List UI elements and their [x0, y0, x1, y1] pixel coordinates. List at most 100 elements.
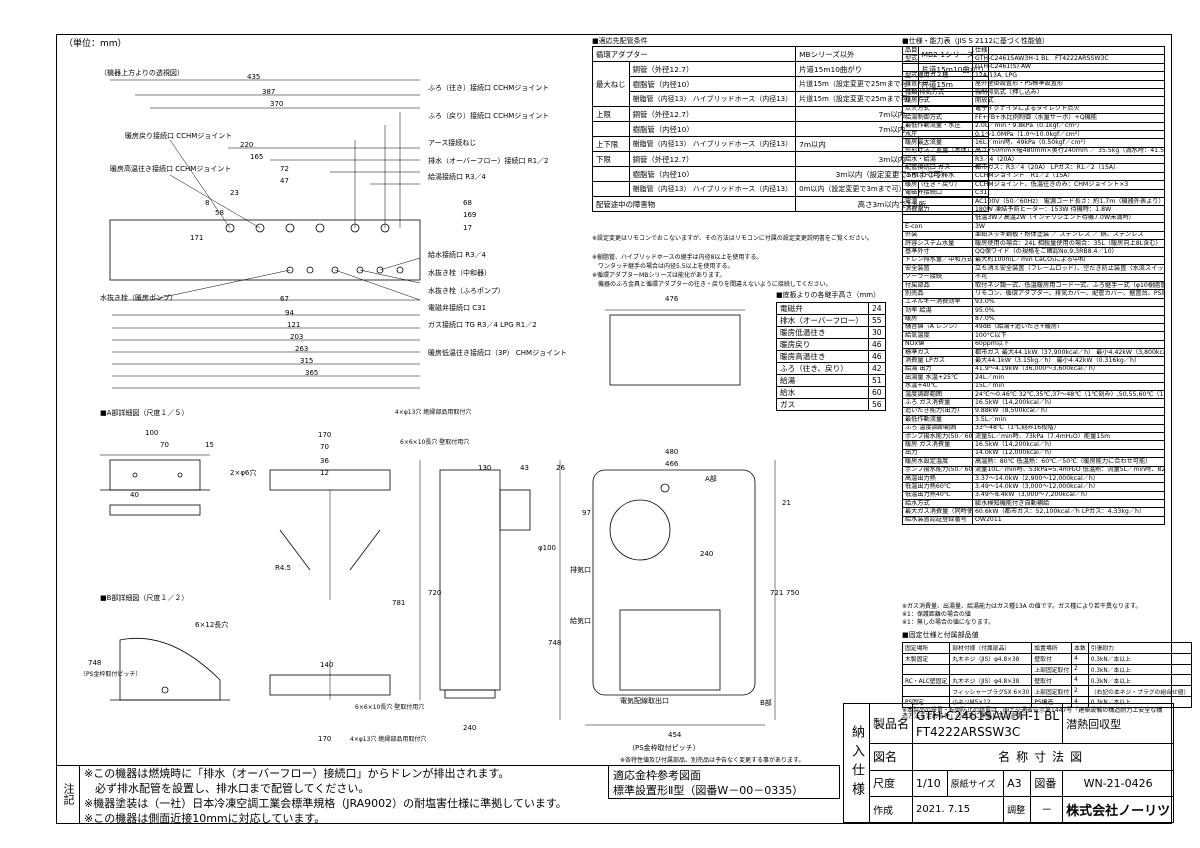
front-bracket-views: [269, 469, 391, 700]
top-dim-67: 67: [280, 295, 289, 303]
label-earth: アース接続ねじ: [428, 139, 477, 147]
label-part-b: B部: [760, 699, 772, 707]
label-heating-return: 暖房戻り接続口 CCHMジョイント: [125, 132, 233, 140]
spec-row: 騒音値（A レンジ）49dB（給湯+追いだき+暖房）: [902, 322, 1165, 333]
top-dim-169: 169: [463, 211, 477, 219]
top-dim-365: 365: [305, 369, 319, 377]
top-dim-370: 370: [270, 100, 284, 108]
fv-dim-phi100: φ100: [538, 544, 556, 552]
nyuka-label: 納入仕様: [843, 703, 870, 823]
product-name: GTH-C2461SAW3H-1 BL FT4222ARSSW3C: [912, 702, 1064, 745]
pipe-th-adapter: 循環アダプター: [591, 46, 797, 62]
fv-dim-721: 721: [770, 589, 784, 597]
label-bath-out: ふろ（往き）接続口 CCHMジョイント: [428, 84, 550, 92]
notes: ※この機器は燃焼時に「排水（オーバーフロー）接続口」からドレンが排出されます。 …: [84, 767, 567, 825]
top-dim-68: 68: [463, 199, 472, 207]
detail-a-drawing: [100, 454, 210, 516]
product-type: 潜熱回収型: [1062, 702, 1175, 745]
fv-dim-781: 781: [392, 599, 406, 607]
label-wall-holes-top: 6×6×10長穴 壁取付用穴: [400, 439, 470, 446]
label-insulator-holes-top: 4×φ13穴 絶縁部品用取付穴: [395, 409, 472, 416]
side-view-drawing: [419, 460, 531, 700]
fv-dim-70: 70: [320, 443, 329, 451]
fv-dim-454: 454: [668, 731, 682, 739]
label-ps-pitch: （PS金枠取付ピッチ）: [628, 744, 700, 752]
spec-row: 標準ガス都市ガス 最大44.1kW（37,900kcal／h） 最小4.42kW…: [902, 348, 1165, 358]
top-view-title: （機器上方よりの透視図）: [100, 69, 184, 77]
spec-row: 別売品リモコン、循環アダプター、排気カバー、配管カバー、据置台、PS扉、エコジョ…: [902, 289, 1165, 299]
label-intake: 給気口: [570, 617, 591, 625]
spec-row: ポンプ揚水能力(50／60Hz共通)流量5L／min時、73kPa（7.4mH₂…: [902, 431, 1165, 442]
label-gas: ガス接続口 TG R3／4 LPG R1／2: [428, 321, 537, 329]
company-name: 株式会社ノーリツ: [1062, 795, 1175, 824]
label-drain: 排水（オーバーフロー）接続口 R1／2: [428, 157, 549, 165]
fv-dim-97: 97: [582, 509, 591, 517]
scale: 1/10: [912, 769, 948, 797]
spec-row: 配管接続口 ガス都市ガス：R3／4（20A） LPガス：R1／2（15A）: [902, 163, 1165, 173]
install-ref-box: 適応金枠参考図面 標準設置形Ⅱ型（図番W－00－0335）: [608, 765, 840, 799]
spec-row: 安全装置立ち消え安全装置（フレームロッド）、空だき防止装置（水流スイッチ）、過熱…: [902, 264, 1165, 274]
fv-dim-466: 466: [665, 460, 679, 468]
notes-label: 注記: [57, 765, 80, 823]
spec-row: 暖房（往き・戻り）CCHMジョイント、低温往きのみ：CHMジョイント×3: [902, 180, 1165, 190]
spec-row: 給水方式膨水検知機能付き自動補給: [902, 499, 1165, 509]
spec-row: 消費量 LPガス最大44.1kW（3.15kg／h） 最小4.42kW（0.31…: [902, 356, 1165, 366]
top-dim-23: 23: [230, 189, 239, 197]
detail-a-dim-100: 100: [145, 429, 159, 437]
spec-row: ポンプ揚水能力(50／60Hz共通)流量10L／min時、53kPa=5.4mH…: [902, 465, 1165, 475]
created-date: 2021. 7.15: [912, 795, 1005, 824]
spec-row: GTH-C2461(S) AW: [902, 62, 1165, 73]
label-solenoid: 電磁弁接続口 C31: [428, 304, 487, 312]
top-dim-315: 315: [300, 357, 314, 365]
unit-note: （単位：mm）: [64, 39, 127, 49]
fv-dim-r45: R4.5: [275, 564, 291, 572]
detail-a-title: ■A部詳細図（尺度１／５）: [100, 409, 189, 417]
spec-row: 品目仕様: [902, 45, 1165, 56]
fv-dim-12: 12: [320, 469, 329, 477]
fv-dim-748: 748: [548, 639, 562, 647]
label-wall-holes-bottom: 6×6×10長穴 壁取付用穴: [355, 704, 425, 711]
detail-b-748: 748: [88, 659, 102, 667]
spec-row: 外装亜鉛メッキ鋼板・粉体塗装 ／ ステンレス ／ 銅、ステンレス: [902, 230, 1165, 241]
label-insulator-holes-bottom: 4×φ13穴 絶縁部品用取付穴: [350, 736, 427, 743]
top-dim-94: 94: [285, 309, 294, 317]
fv-dim-720: 720: [428, 589, 442, 597]
fv-dim-130: 130: [478, 464, 492, 472]
spec-row: 設置方式屋外壁掛設置形・PS標準設置形: [902, 79, 1165, 89]
top-dim-203: 203: [290, 333, 304, 341]
label-drain-bath-pump: 水抜き栓（ふろポンプ）: [428, 287, 505, 295]
label-heating-low: 暖房低温往き接続口（3P） CHMジョイント: [428, 349, 568, 357]
top-view-drawing: [109, 79, 421, 389]
spec-row: ドレン排水量／中和方式最大約100mL／min CaCO₃による中和: [902, 255, 1165, 266]
detail-b-ps: （PS金枠取付ピッチ）: [80, 671, 142, 678]
fv-dim-480: 480: [665, 448, 679, 456]
label-water-supply: 給水接続口 R3／4: [428, 251, 486, 259]
top-dim-121: 121: [287, 321, 301, 329]
fv-dim-476: 476: [665, 295, 679, 303]
label-bath-in: ふろ（戻り）接続口 CCHMジョイント: [428, 112, 550, 120]
spec-table-title: ■仕様・能力表（JIS S 2112に基づく性能値）: [902, 37, 1049, 45]
fv-dim-170b: 170: [318, 735, 332, 743]
top-dim-8: 8: [205, 199, 210, 207]
top-dim-47: 47: [280, 177, 289, 185]
top-dim-220: 220: [240, 141, 254, 149]
